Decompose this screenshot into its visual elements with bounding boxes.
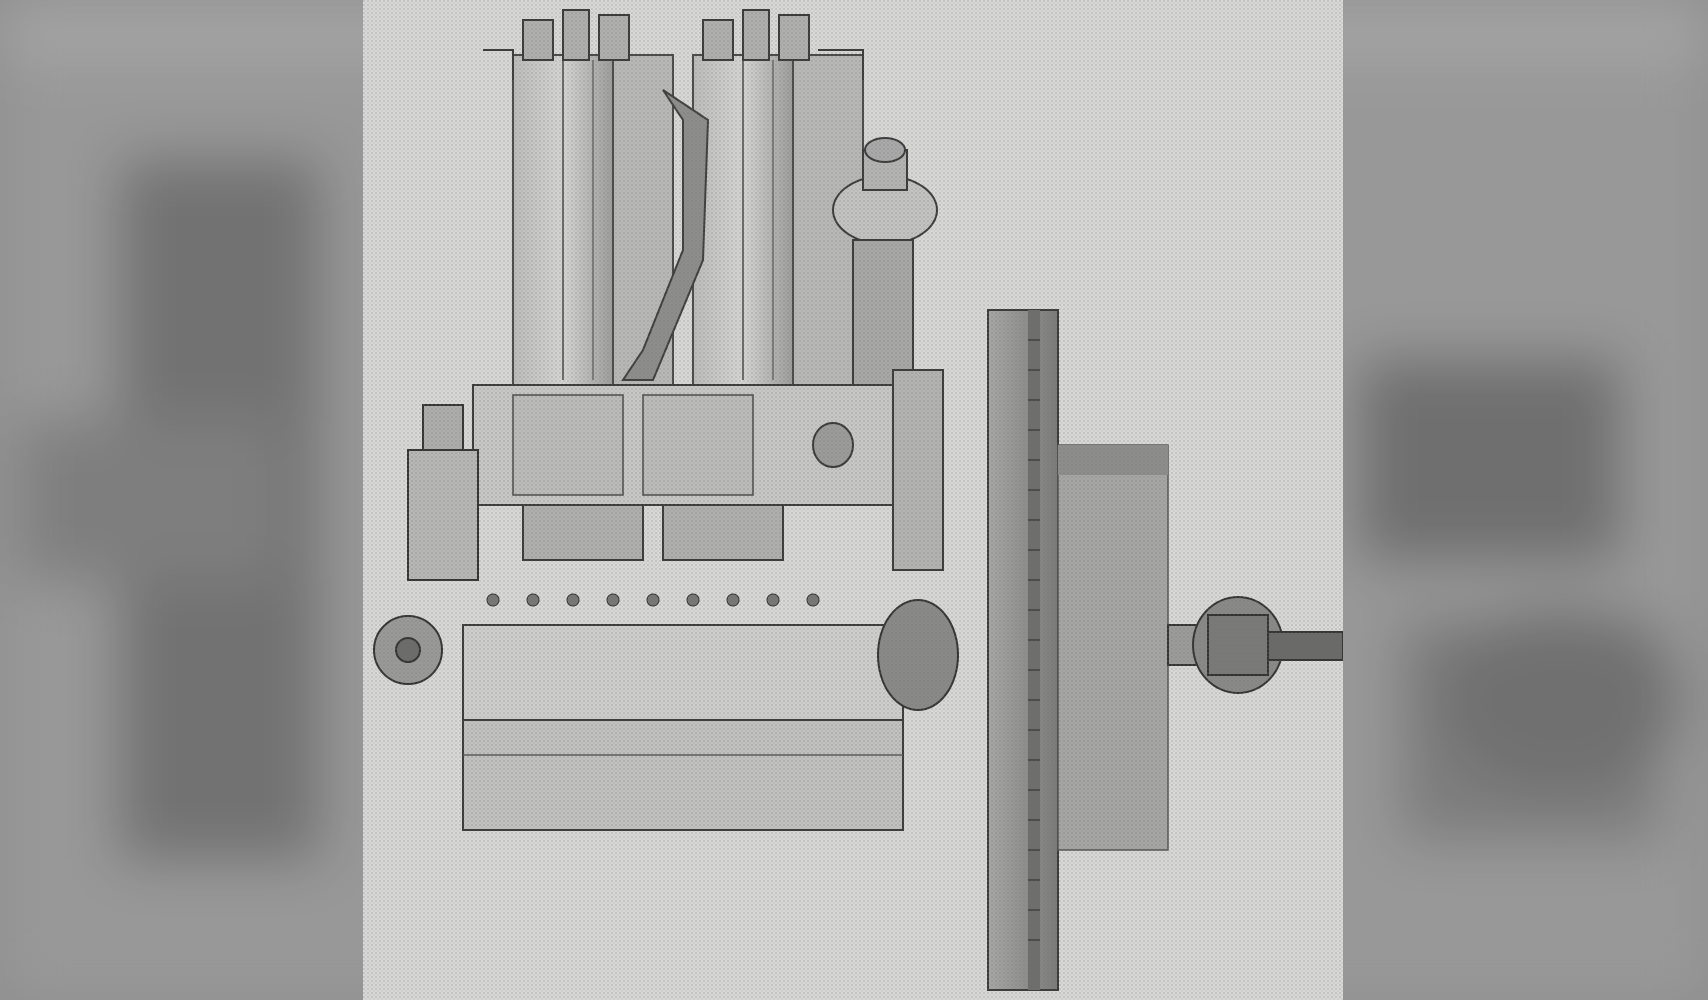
engine-photo (363, 0, 1343, 1000)
